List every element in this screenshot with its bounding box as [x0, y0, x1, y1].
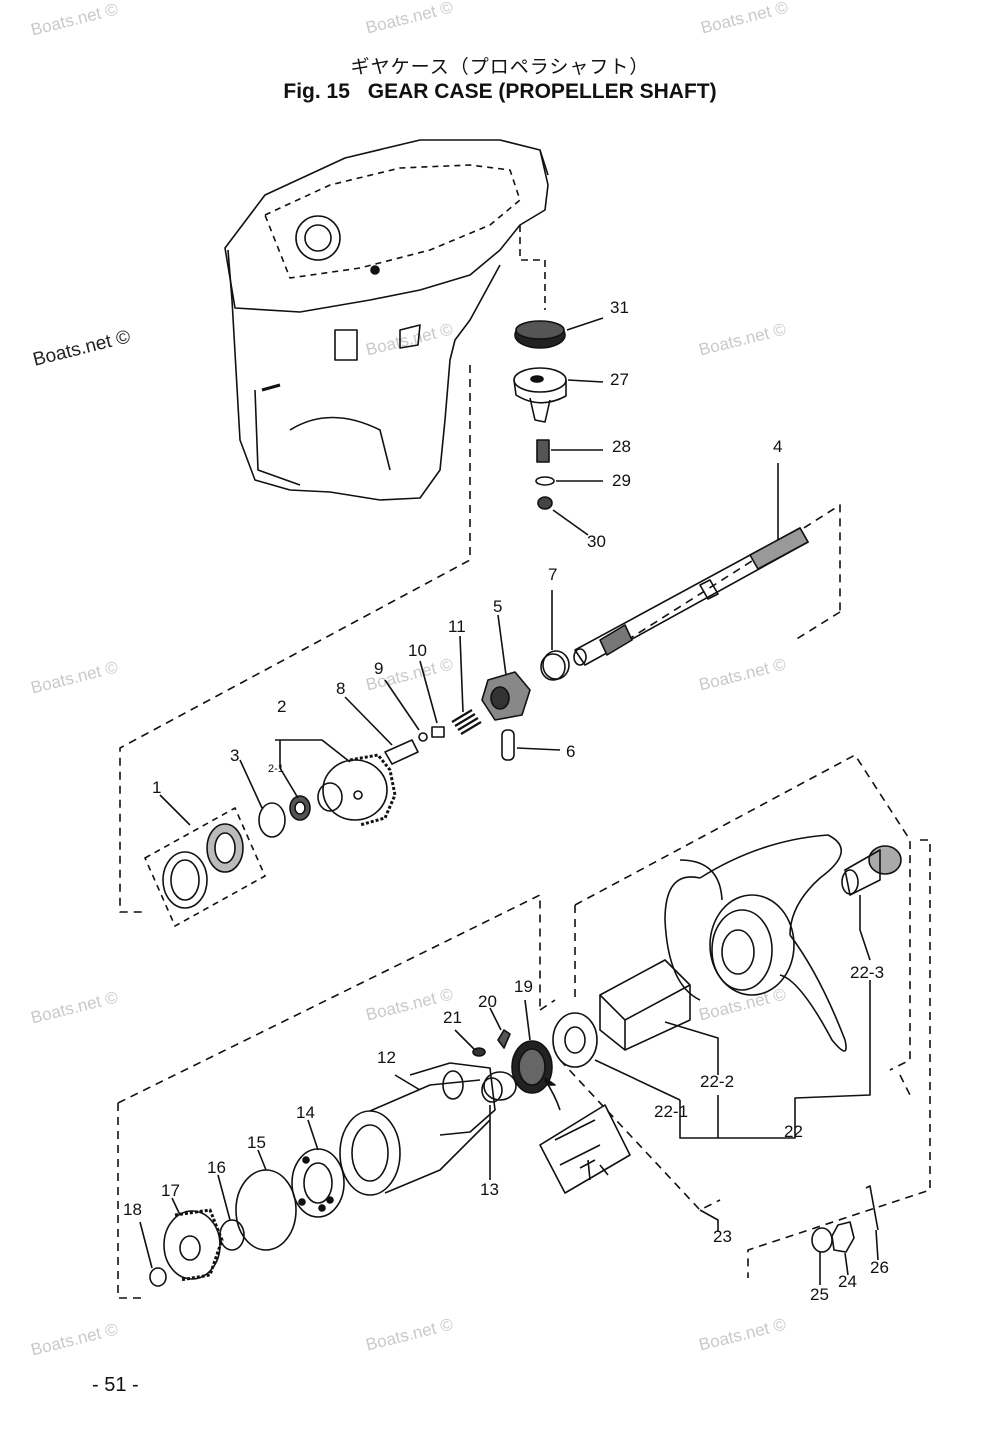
callout-3: 3	[230, 746, 240, 765]
bearing-housing-12	[339, 1062, 496, 1196]
o-ring-15	[235, 1169, 297, 1251]
callout-10: 10	[408, 641, 427, 660]
pin-10	[431, 726, 445, 738]
oil-seal-19	[511, 1040, 553, 1094]
nut-24	[831, 1221, 855, 1253]
callout-27: 27	[610, 370, 629, 389]
callout-28: 28	[612, 437, 631, 456]
callout-14: 14	[296, 1103, 315, 1122]
callout-9: 9	[374, 659, 384, 678]
bushing-2-1	[289, 795, 311, 821]
ball-bearing-14	[291, 1148, 345, 1218]
callout-16: 16	[207, 1158, 226, 1177]
shim-16	[219, 1219, 245, 1251]
gear-case-housing	[224, 139, 549, 501]
callout-22: 22	[784, 1122, 803, 1141]
callout-20: 20	[478, 992, 497, 1011]
figure-title: Fig. 15 GEAR CASE (PROPELLER SHAFT)	[0, 80, 1000, 104]
callout-12: 12	[377, 1048, 396, 1067]
callout-17: 17	[161, 1181, 180, 1200]
bolt-20	[497, 1029, 511, 1049]
needle-bearing-13	[481, 1071, 517, 1103]
clutch-dog-5	[481, 671, 531, 721]
callout-2: 2	[277, 697, 287, 716]
cotter-pin-26	[865, 1185, 879, 1231]
washer-29	[535, 476, 555, 486]
pump-housing-27	[513, 367, 567, 423]
callout-19: 19	[514, 977, 533, 996]
title-japanese: ギヤケース（プロペラシャフト）	[350, 56, 650, 78]
callout-15: 15	[247, 1133, 266, 1152]
callout-23: 23	[713, 1227, 732, 1246]
callout-1: 1	[152, 778, 162, 797]
callout-4: 4	[773, 437, 783, 456]
spacer-22-2	[599, 959, 691, 1051]
shim-3	[258, 802, 286, 838]
propeller-22	[664, 834, 847, 1052]
callout-30: 30	[587, 532, 606, 551]
callout-6: 6	[566, 742, 576, 761]
ring-7	[540, 650, 570, 681]
pin-6	[501, 729, 515, 761]
callout-8: 8	[336, 679, 346, 698]
callout-21: 21	[443, 1008, 462, 1027]
callout-18: 18	[123, 1200, 142, 1219]
grommet-30	[537, 496, 553, 510]
forward-gear-17	[163, 1208, 224, 1282]
figure-title-text: GEAR CASE (PROPELLER SHAFT)	[367, 80, 717, 103]
callout-22-3: 22-3	[850, 963, 885, 982]
callout-22-1: 22-1	[654, 1102, 689, 1121]
figure-number: Fig. 15	[283, 80, 350, 103]
callout-22-2: 22-2	[700, 1072, 735, 1091]
impeller-31	[514, 320, 566, 349]
ball-9	[418, 732, 428, 742]
bearing-1	[162, 823, 244, 909]
bushing-22-3	[841, 845, 902, 896]
plunger-8	[384, 739, 419, 765]
callout-13: 13	[480, 1180, 499, 1199]
callout-7: 7	[548, 565, 558, 584]
washer-22-1	[552, 1012, 598, 1068]
propeller-shaft-4	[573, 463, 809, 666]
washer-25	[811, 1227, 833, 1253]
callout-31: 31	[610, 298, 629, 317]
spring-11	[451, 709, 482, 735]
callout-26: 26	[870, 1258, 889, 1277]
callout-29: 29	[612, 471, 631, 490]
reverse-gear-2	[317, 753, 397, 827]
shim-18	[149, 1267, 167, 1287]
callout-25: 25	[810, 1285, 829, 1304]
callout-2-1: 2-1	[268, 763, 284, 775]
callout-5: 5	[493, 597, 503, 616]
callout-11: 11	[448, 617, 466, 636]
pin-28	[536, 439, 550, 463]
callout-24: 24	[838, 1272, 857, 1291]
page-number: - 51 -	[92, 1374, 139, 1396]
tool-inset	[539, 1104, 631, 1194]
washer-21	[472, 1047, 486, 1057]
